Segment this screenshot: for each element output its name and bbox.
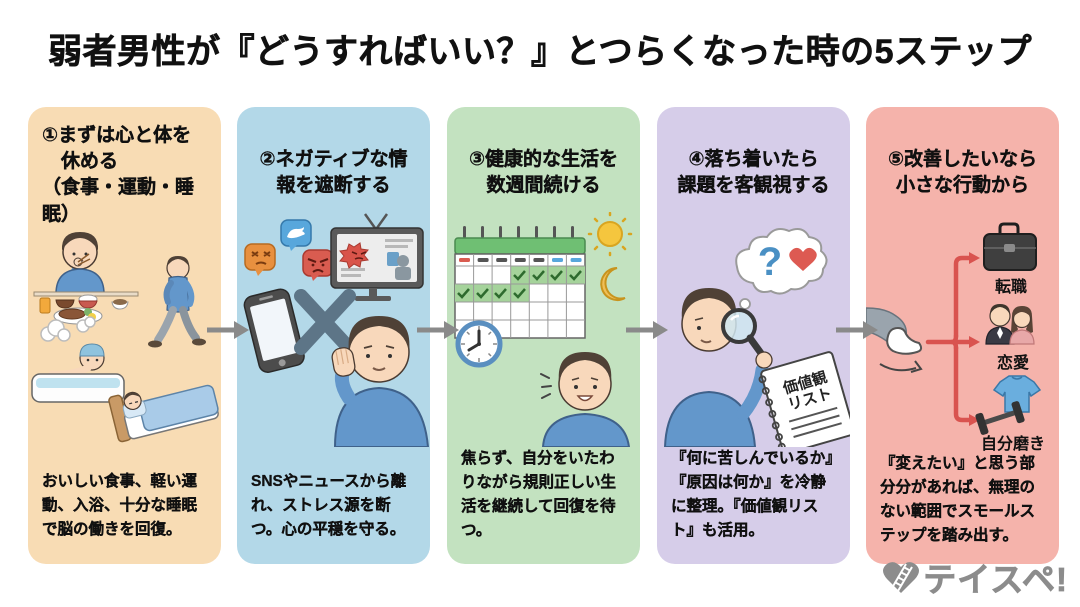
block-x-icon xyxy=(294,289,356,355)
step-card-3: ③健康的な生活を 数週間続ける xyxy=(447,107,640,564)
block-negative-info-illustration xyxy=(243,213,430,447)
briefcase-icon xyxy=(983,222,1037,271)
step-card-5: ⑤改善したいなら 小さな行動から 転職 xyxy=(866,107,1059,564)
step-card-2: ②ネガティブな情 報を遮断する xyxy=(237,107,430,564)
magnifier-man-icon xyxy=(663,288,773,447)
self-improvement-icon xyxy=(975,375,1042,435)
couple-icon xyxy=(985,304,1035,345)
step4-to-step5-arrow-icon xyxy=(836,321,878,339)
step-card-1: ①まずは心と体を 休める （食事・運動・睡眠） xyxy=(28,107,221,564)
sleeping-man-icon xyxy=(108,384,219,443)
walking-man-icon xyxy=(148,255,206,348)
step-card-4: ④落ち着いたら 課題を客観視する ? xyxy=(657,107,850,564)
moon-icon xyxy=(600,267,626,301)
question-mark: ? xyxy=(758,240,782,284)
step1-description: おいしい食事、軽い運動、入浴、十分な睡眠で脳の働きを回復。 xyxy=(42,472,198,538)
branch-label-love: 恋愛 xyxy=(997,353,1029,372)
small-actions-illustration: 転職 恋愛 自分磨き xyxy=(866,222,1045,452)
step2-heading: ②ネガティブな情 報を遮断する xyxy=(259,149,408,197)
self-analysis-illustration: ? 価値観 リスト xyxy=(663,228,850,447)
values-list-notebook-icon: 価値観 リスト xyxy=(758,351,850,447)
step4-heading: ④落ち着いたら 課題を客観視する xyxy=(677,149,830,197)
magnifying-glass-icon xyxy=(721,308,757,344)
rest-illustration xyxy=(31,231,219,443)
smartphone-icon xyxy=(243,288,305,373)
heart-ladder-logo-icon xyxy=(883,562,920,593)
branch-arrows-icon xyxy=(925,252,980,426)
branch-label-self: 自分磨き xyxy=(981,434,1045,452)
bath-man-icon xyxy=(31,316,125,403)
step1-heading: ①まずは心と体を 休める （食事・運動・睡眠） xyxy=(42,125,195,225)
eating-man-icon xyxy=(33,231,139,325)
heart-icon xyxy=(789,247,817,271)
step5-heading: ⑤改善したいなら 小さな行動から xyxy=(887,149,1038,197)
step3-to-step4-arrow-icon xyxy=(626,321,668,339)
step5-description: 『変えたい』と思う部分分があれば、無理のない範囲でスモールステップを踏み出す。 xyxy=(880,455,1036,545)
step2-description: SNSやニュースから離れ、ストレス源を断つ。心の平穏を守る。 xyxy=(251,472,407,538)
branch-label-job: 転職 xyxy=(995,277,1027,296)
step3-description: 焦らず、自分をいたわりながら規則正しい生活を継続して回復を待つ。 xyxy=(461,450,617,540)
clock-icon xyxy=(455,320,503,368)
step1-to-step2-arrow-icon xyxy=(207,321,249,339)
site-logo: テイスペ! xyxy=(881,553,1068,601)
step4-description: 『何に苦しんでいるか』『原因は何か』を冷静に整理。『価値観リスト』も活用。 xyxy=(671,450,833,540)
angry-sns-bubbles-icon xyxy=(244,219,334,281)
step2-to-step3-arrow-icon xyxy=(417,321,459,339)
refusing-man-icon xyxy=(331,316,430,447)
stepping-foot-icon xyxy=(866,307,923,373)
step3-heading: ③健康的な生活を 数週間続ける xyxy=(468,149,619,197)
site-logo-text: テイスペ! xyxy=(923,561,1068,599)
page-title: 弱者男性が『どうすればいい？』とつらくなった時の5ステップ xyxy=(47,33,1033,72)
tv-icon xyxy=(330,213,424,301)
calendar-icon xyxy=(454,226,586,339)
smiling-man-icon xyxy=(540,352,631,447)
healthy-routine-illustration xyxy=(454,212,633,447)
sun-icon xyxy=(587,212,633,257)
thought-cloud-icon: ? xyxy=(731,228,828,319)
